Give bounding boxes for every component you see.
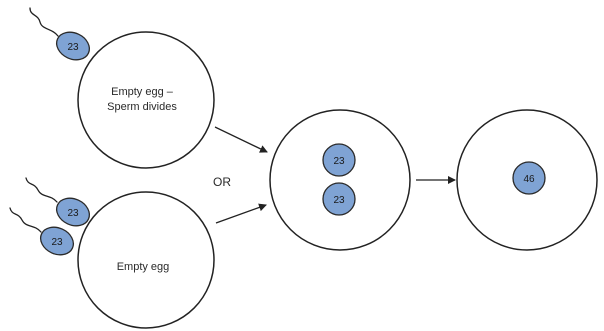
final-nucleus — [512, 161, 546, 195]
top-sperm-head — [55, 31, 91, 61]
bottom-sperm-2: 23 — [9, 207, 75, 256]
bottom-egg-label: Empty egg — [117, 261, 170, 273]
middle-nucleus-1 — [322, 143, 356, 177]
final-nucleus-count: 46 — [523, 174, 535, 185]
top-egg-label-line1: Empty egg – — [111, 86, 174, 98]
bottom-sperm-2-tail — [9, 207, 42, 233]
middle-nucleus-2 — [322, 182, 356, 216]
bottom-egg: Empty egg — [77, 191, 215, 329]
arrow-bottom-to-middle — [215, 203, 267, 224]
top-sperm-tail — [29, 7, 59, 37]
top-egg: Empty egg – Sperm divides — [77, 31, 215, 169]
bottom-egg-circle — [77, 191, 215, 329]
final-egg: 46 — [456, 109, 598, 251]
bottom-sperm-1: 23 — [25, 177, 91, 227]
middle-nucleus-1-count: 23 — [333, 156, 345, 167]
middle-egg: 23 23 — [269, 109, 411, 251]
bottom-sperm-1-head — [55, 197, 91, 227]
top-sperm-count: 23 — [67, 42, 79, 53]
middle-nucleus-2-count: 23 — [333, 195, 345, 206]
bottom-sperm-1-count: 23 — [67, 208, 79, 219]
arrow-top-to-middle — [214, 126, 268, 153]
top-egg-label-line2: Sperm divides — [107, 101, 177, 113]
bottom-sperm-2-count: 23 — [51, 237, 63, 248]
bottom-sperm-2-head — [39, 226, 75, 256]
top-egg-circle — [77, 31, 215, 169]
bottom-sperm-1-tail — [25, 177, 58, 203]
top-sperm: 23 — [29, 7, 91, 61]
middle-egg-circle — [269, 109, 411, 251]
or-label: OR — [213, 175, 231, 189]
